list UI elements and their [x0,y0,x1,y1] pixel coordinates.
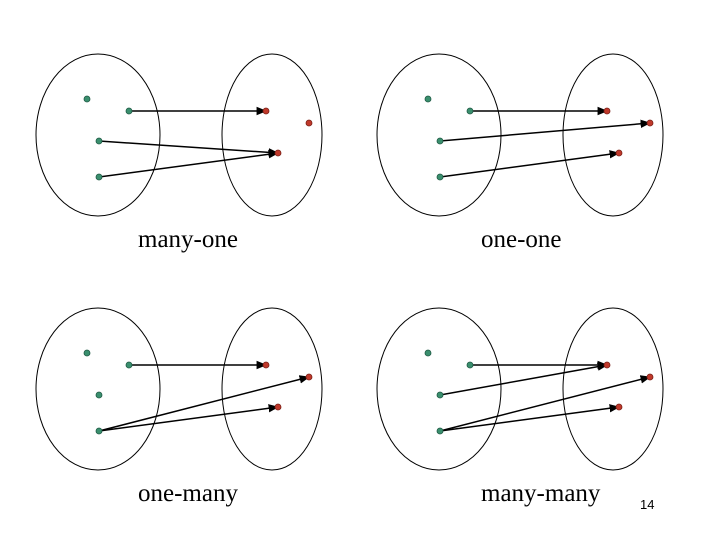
domain-element-dot [95,391,103,399]
domain-element-dot [436,137,444,145]
codomain-element-dot [646,373,654,381]
diagram-label: one-many [138,480,238,507]
codomain-element-dot [646,119,654,127]
codomain-element-dot [262,107,270,115]
codomain-element-dot [305,373,313,381]
diagram-one-many: one-many [35,307,323,507]
diagram-many-many: many-many [376,307,664,507]
codomain-ellipse [221,53,323,217]
codomain-element-dot [305,119,313,127]
domain-element-dot [83,95,91,103]
codomain-element-dot [615,403,623,411]
diagram-label: many-one [138,226,238,253]
domain-element-dot [95,137,103,145]
codomain-ellipse [221,307,323,471]
mapping-arrow [439,404,621,432]
diagram-label: many-many [481,480,601,507]
domain-element-dot [436,173,444,181]
diagram-label: one-one [481,226,562,253]
codomain-element-dot [615,149,623,157]
domain-element-dot [95,173,103,181]
codomain-element-dot [262,361,270,369]
domain-element-dot [466,361,474,369]
domain-element-dot [424,95,432,103]
mapping-arrow [439,150,621,178]
domain-element-dot [436,427,444,435]
codomain-element-dot [603,107,611,115]
codomain-element-dot [274,403,282,411]
domain-element-dot [466,107,474,115]
mapping-arrow [439,119,652,142]
mapping-arrow [439,362,609,396]
domain-element-dot [125,361,133,369]
diagram-one-one: one-one [376,53,664,253]
domain-ellipse [376,53,502,217]
domain-element-dot [95,427,103,435]
domain-element-dot [125,107,133,115]
domain-element-dot [424,349,432,357]
mapping-arrow [98,150,280,178]
domain-element-dot [83,349,91,357]
domain-ellipse [35,53,161,217]
domain-ellipse [35,307,161,471]
codomain-ellipse [562,53,664,217]
codomain-element-dot [274,149,282,157]
diagram-many-one: many-one [35,53,323,253]
domain-element-dot [436,391,444,399]
mapping-arrow [98,375,311,432]
domain-ellipse [376,307,502,471]
codomain-ellipse [562,307,664,471]
codomain-element-dot [603,361,611,369]
mapping-arrow [98,404,280,432]
mapping-arrow [98,140,280,157]
page-number: 14 [640,497,655,512]
mapping-arrow [439,375,652,432]
